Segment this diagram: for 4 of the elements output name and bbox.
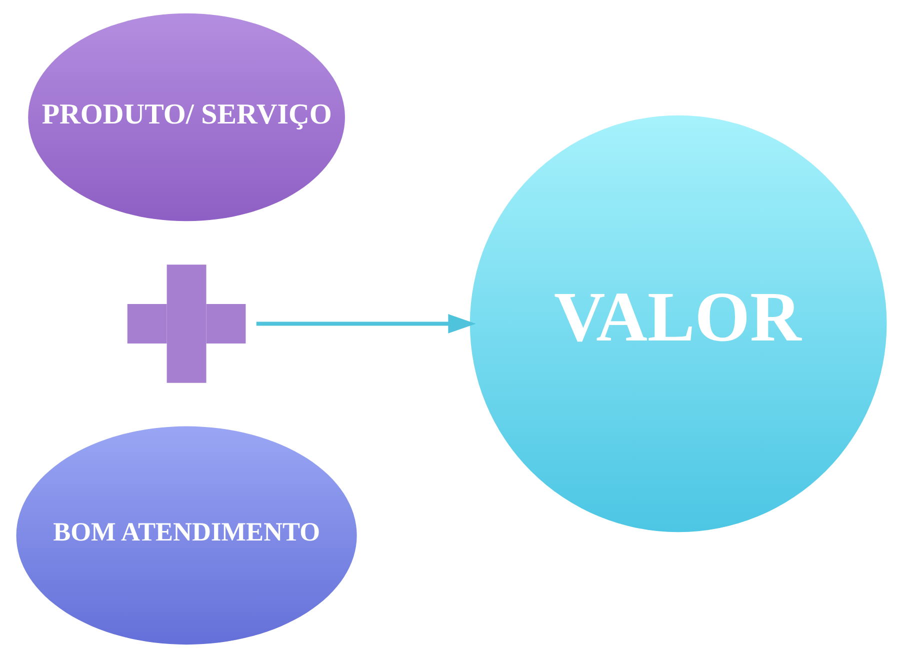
node-ellipse: PRODUTO/ SERVIÇO <box>28 13 345 222</box>
arrow <box>256 314 476 334</box>
node-ellipse: BOM ATENDIMENTO <box>16 426 357 645</box>
node-circle: VALOR <box>470 115 887 532</box>
